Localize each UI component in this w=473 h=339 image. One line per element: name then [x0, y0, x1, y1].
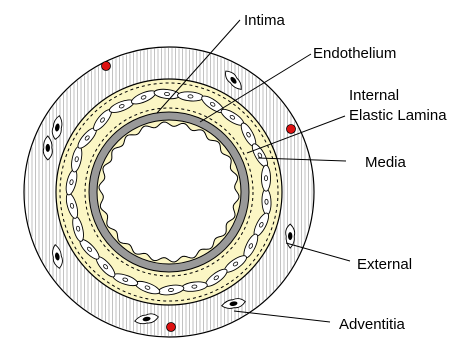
label-media: Media: [365, 154, 407, 171]
label-elastic-lamina: Elastic Lamina: [349, 107, 447, 124]
label-internal: Internal: [349, 87, 399, 104]
vasa-vasorum-dot: [102, 62, 111, 71]
label-endothelium: Endothelium: [313, 45, 396, 62]
label-intima: Intima: [244, 12, 286, 29]
leader-line-adventitia: [234, 311, 330, 322]
label-adventitia: Adventitia: [339, 316, 406, 333]
vasa-vasorum-dot: [167, 323, 176, 332]
vasa-vasorum-dot: [287, 125, 296, 134]
smooth-muscle-cell: [261, 165, 270, 191]
label-external: External: [357, 256, 412, 273]
